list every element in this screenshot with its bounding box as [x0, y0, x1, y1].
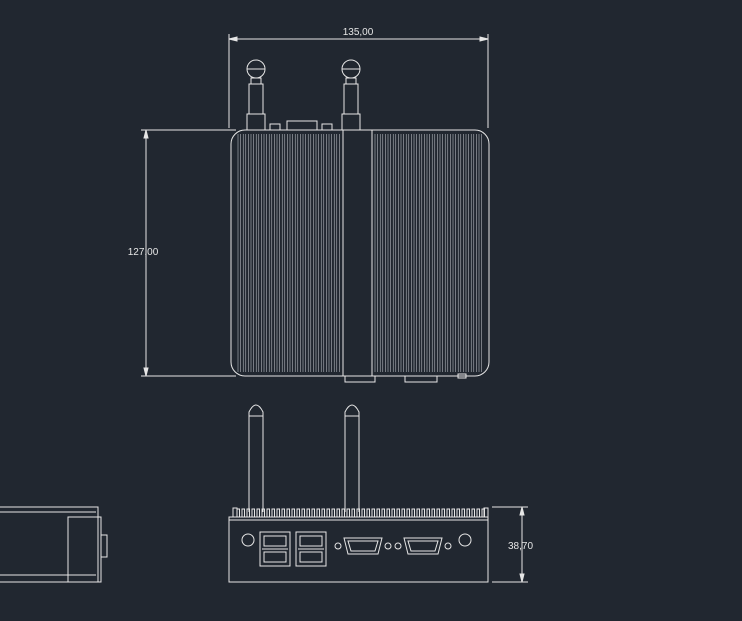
- rear-connector: [269, 123, 281, 131]
- dimension-width: [228, 34, 489, 128]
- height-dimension-label: 38,70: [508, 541, 533, 552]
- antenna-hole: [458, 533, 472, 547]
- serial-port-2: [394, 537, 452, 555]
- top-view: [141, 34, 490, 383]
- front-view: [228, 404, 528, 583]
- antenna-left-front: [248, 404, 264, 512]
- width-dimension-label: 135,00: [343, 27, 374, 38]
- antenna-left-top: [246, 59, 266, 131]
- antenna-right-top: [341, 59, 361, 131]
- usb-port-stack-1: [259, 531, 291, 567]
- front-connector: [344, 375, 376, 383]
- front-heatsink-fins: [229, 507, 489, 518]
- rear-connector: [286, 120, 318, 131]
- dimension-height: [492, 506, 528, 583]
- side-view: [0, 506, 108, 583]
- heatsink-fins: [237, 134, 482, 372]
- dimension-depth: [141, 129, 236, 377]
- front-connector: [457, 373, 467, 379]
- serial-port-1: [334, 537, 392, 555]
- front-connector: [404, 375, 438, 383]
- center-groove: [342, 129, 373, 377]
- depth-dimension-label: 127,00: [128, 247, 159, 258]
- rear-connector: [321, 123, 333, 131]
- chassis-front-outline: [228, 516, 489, 583]
- usb-port-stack-2: [295, 531, 327, 567]
- antenna-right-front: [344, 404, 360, 512]
- antenna-hole: [241, 533, 255, 547]
